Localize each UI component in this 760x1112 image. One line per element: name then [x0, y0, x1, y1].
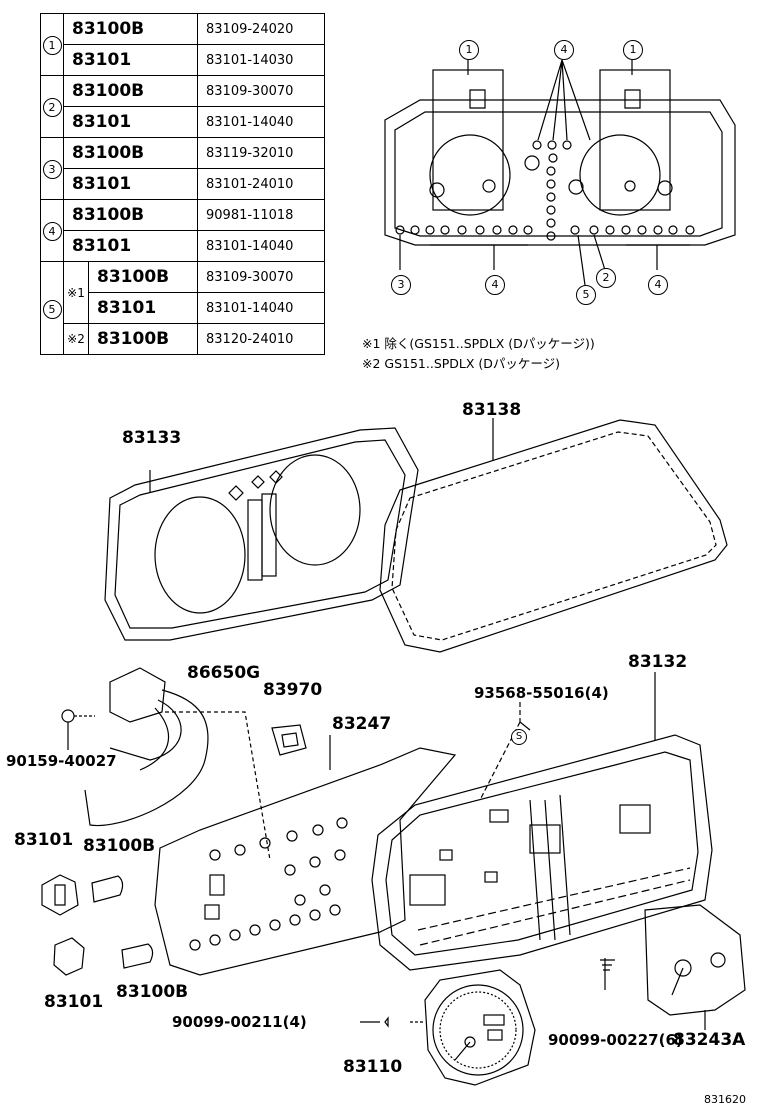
- note-1: ※1 除く(GS151..SPDLX (Dパッケージ)): [362, 336, 595, 351]
- label-83970: 83970: [263, 680, 323, 700]
- table-cell-part: 83101-24010: [197, 168, 325, 200]
- label-90099-00211: 90099-00211(4): [172, 1013, 307, 1031]
- table-cell-note-ref: ※2: [63, 323, 89, 355]
- label-83100b-upper: 83100B: [83, 836, 156, 856]
- figure-id: 831620: [704, 1093, 746, 1106]
- buzzer-harness-86650g: [61, 667, 271, 861]
- label-83243a: 83243A: [673, 1030, 746, 1050]
- table-cell-part: 83101-14040: [197, 230, 325, 262]
- table-cell-part: 83101-14040: [197, 106, 325, 138]
- callout-4-right: 4: [648, 275, 668, 295]
- label-83101-lower: 83101: [44, 992, 104, 1012]
- callout-3: 3: [391, 275, 411, 295]
- table-cell-part: 83120-24010: [197, 323, 325, 355]
- callout-2: 2: [596, 268, 616, 288]
- table-cell-code: 83100B: [63, 75, 198, 107]
- callout-1-right: 1: [623, 40, 643, 60]
- table-cell-part: 83109-30070: [197, 261, 325, 293]
- speedometer-83110: [360, 969, 536, 1086]
- table-cell-code: 83101: [63, 44, 198, 76]
- meter-case-83132: [371, 672, 713, 971]
- meter-hood-83133: [104, 427, 419, 641]
- connector-83970: [271, 724, 307, 756]
- group-5-marker: 5: [40, 261, 64, 355]
- group-1-marker: 1: [40, 13, 64, 76]
- bulb-sockets: [41, 874, 154, 976]
- label-83100b-lower: 83100B: [116, 982, 189, 1002]
- table-cell-code: 83100B: [88, 323, 198, 355]
- label-93568: 93568-55016(4): [474, 684, 609, 702]
- callout-4-top: 4: [554, 40, 574, 60]
- meter-rear-view: [384, 59, 736, 286]
- label-90099-00227: 90099-00227(6): [548, 1031, 683, 1049]
- table-cell-code: 83100B: [63, 199, 198, 231]
- table-cell-code: 83100B: [63, 137, 198, 169]
- table-cell-code: 83101: [63, 106, 198, 138]
- table-cell-part: 83119-32010: [197, 137, 325, 169]
- label-83101-upper: 83101: [14, 830, 74, 850]
- label-83138: 83138: [462, 400, 522, 420]
- label-86650g: 86650G: [187, 663, 261, 683]
- label-83133: 83133: [122, 428, 182, 448]
- callout-1-left: 1: [459, 40, 479, 60]
- table-cell-code: 83101: [63, 168, 198, 200]
- indicator-sockets: [395, 140, 695, 241]
- table-cell-code: 83101: [88, 292, 198, 324]
- label-s-mark: S: [511, 729, 527, 745]
- meter-glass-83138: [379, 418, 728, 653]
- callout-5: 5: [576, 285, 596, 305]
- note-2: ※2 GS151..SPDLX (Dパッケージ): [362, 356, 561, 371]
- table-cell-part: 83101-14030: [197, 44, 325, 76]
- label-83132: 83132: [628, 652, 688, 672]
- callout-4-mid: 4: [485, 275, 505, 295]
- table-cell-part: 83109-30070: [197, 75, 325, 107]
- parts-table: 1 83100B 83109-24020 83101 83101-14030 2…: [40, 13, 325, 355]
- label-83110: 83110: [343, 1057, 403, 1077]
- label-83247: 83247: [332, 714, 392, 734]
- gauge-83243a: [600, 904, 746, 1030]
- table-cell-code: 83100B: [63, 13, 198, 45]
- label-90159: 90159-40027: [6, 752, 117, 770]
- circuit-board-83247: [154, 735, 457, 976]
- table-cell-part: 83101-14040: [197, 292, 325, 324]
